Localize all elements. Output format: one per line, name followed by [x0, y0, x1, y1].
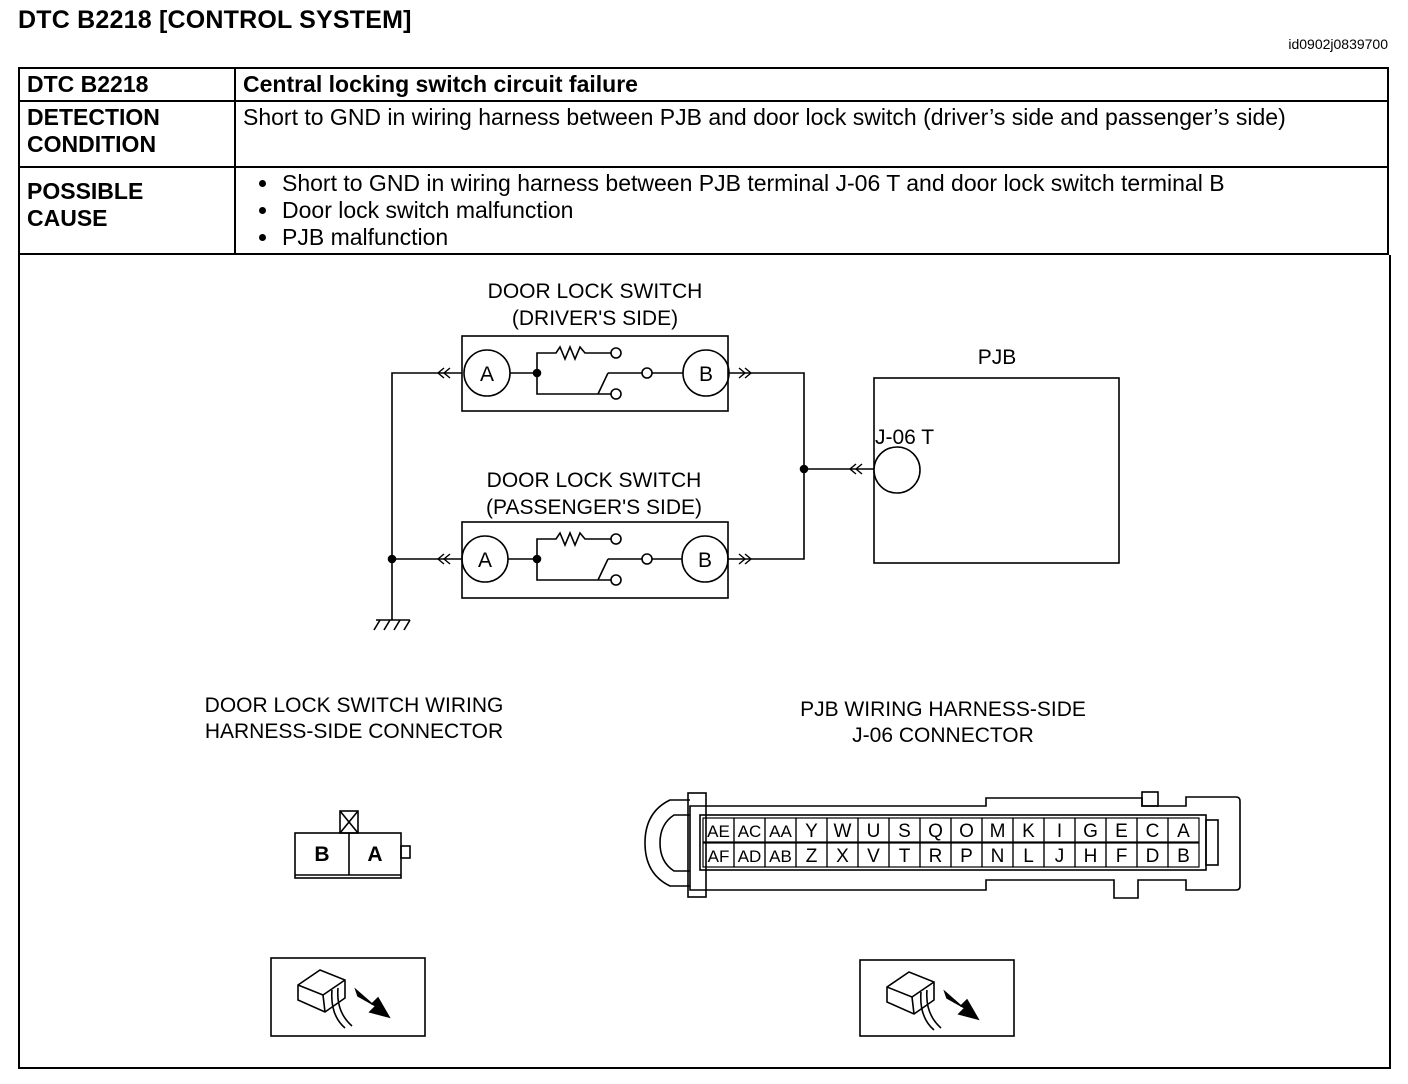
pjb-pin-label: N [991, 846, 1005, 867]
pjb-pin-label: Y [805, 821, 818, 842]
pjb-pin-label: A [1177, 821, 1190, 842]
pjb-pin-label: K [1022, 821, 1035, 842]
pjb-pin-label: T [899, 846, 911, 867]
pjb-title: PJB [978, 346, 1017, 369]
cause-row: POSSIBLE CAUSE Short to GND in wiring ha… [18, 166, 1389, 255]
door-connector-title-line2: HARNESS-SIDE CONNECTOR [205, 720, 503, 743]
pjb-pin-label: X [836, 846, 849, 867]
driver-switch-title-line1: DOOR LOCK SWITCH [488, 280, 703, 303]
pjb-pin-label: U [867, 821, 881, 842]
door-connector-title-line1: DOOR LOCK SWITCH WIRING [205, 694, 504, 717]
page-title: DTC B2218 [CONTROL SYSTEM] [18, 6, 412, 34]
cause-list: Short to GND in wiring harness between P… [243, 170, 1380, 251]
diagram-frame [18, 255, 1391, 1069]
pjb-pin-label: V [867, 846, 880, 867]
passenger-door-lock-switch [461, 521, 729, 599]
connector-chevrons [436, 367, 863, 565]
pjb-pin-label: O [959, 821, 974, 842]
passenger-terminal-b-label: B [698, 549, 712, 572]
pjb-pin-label: D [1146, 846, 1160, 867]
passenger-switch-title-line2: (PASSENGER'S SIDE) [486, 496, 702, 519]
detection-condition: Short to GND in wiring harness between P… [234, 100, 1389, 168]
pjb-pin-label: AA [769, 822, 792, 841]
pjb-pin-label: P [960, 846, 973, 867]
door-connector-view-icon [270, 957, 426, 1037]
pjb-pin-label: J [1055, 846, 1065, 867]
dtc-label: DTC B2218 [18, 67, 236, 102]
pjb-pin-label: AC [738, 822, 762, 841]
pjb-pin-label: F [1116, 846, 1128, 867]
pjb-pin-label: S [898, 821, 911, 842]
door-connector-pin: A [367, 843, 382, 866]
pjb-pin-label: W [834, 821, 852, 842]
driver-switch-title-line2: (DRIVER'S SIDE) [512, 307, 678, 330]
cause-item: Short to GND in wiring harness between P… [280, 170, 1380, 197]
pjb-pin-label: H [1084, 846, 1098, 867]
pjb-connector-title-line1: PJB WIRING HARNESS-SIDE [800, 698, 1086, 721]
cause-item: Door lock switch malfunction [280, 197, 1380, 224]
pjb-pin-label: B [1177, 846, 1190, 867]
pjb-pin-cell [1167, 842, 1200, 868]
pjb-terminal-label: J-06 T [875, 426, 934, 449]
lock-tab-icon [339, 810, 359, 834]
pjb-pin-label: C [1146, 821, 1160, 842]
dtc-description: Central locking switch circuit failure [234, 67, 1389, 102]
passenger-switch-title-line1: DOOR LOCK SWITCH [487, 469, 702, 492]
pjb-pin-label: R [929, 846, 943, 867]
pjb-pin-label: I [1057, 821, 1062, 842]
pjb-pin-label: Z [806, 846, 818, 867]
dtc-info-table: DTC B2218 Central locking switch circuit… [18, 67, 1389, 255]
pjb-connector-view-icon [859, 959, 1015, 1037]
detection-row: DETECTION CONDITION Short to GND in wiri… [18, 100, 1389, 168]
pjb-pin-label: AD [738, 847, 762, 866]
pjb-pin-label: E [1115, 821, 1128, 842]
cause-item: PJB malfunction [280, 224, 1380, 251]
pjb-pin-label: G [1083, 821, 1098, 842]
pjb-module [873, 377, 1120, 564]
pjb-connector-title-line2: J-06 CONNECTOR [852, 724, 1034, 747]
document-id: id0902j0839700 [1288, 36, 1388, 52]
pjb-pin-cell [1167, 817, 1200, 843]
pjb-pin-label: AE [707, 822, 730, 841]
dtc-row: DTC B2218 Central locking switch circuit… [18, 67, 1389, 102]
pjb-pin-label: M [990, 821, 1006, 842]
pjb-j06-connector [644, 791, 1241, 899]
pjb-pin-label: Q [928, 821, 943, 842]
driver-door-lock-switch [461, 335, 730, 412]
passenger-terminal-a-label: A [478, 549, 492, 572]
pjb-pin-label: L [1023, 846, 1034, 867]
possible-causes: Short to GND in wiring harness between P… [234, 166, 1389, 255]
door-connector-pin: B [314, 843, 329, 866]
pjb-pin-label: AB [769, 847, 792, 866]
cause-label: POSSIBLE CAUSE [18, 166, 236, 255]
detection-label: DETECTION CONDITION [18, 100, 236, 168]
door-lock-switch-connector [294, 810, 411, 879]
wiring-harness [373, 367, 875, 631]
driver-terminal-b-label: B [699, 363, 713, 386]
driver-terminal-a-label: A [480, 363, 494, 386]
pjb-pin-label: AF [708, 847, 730, 866]
